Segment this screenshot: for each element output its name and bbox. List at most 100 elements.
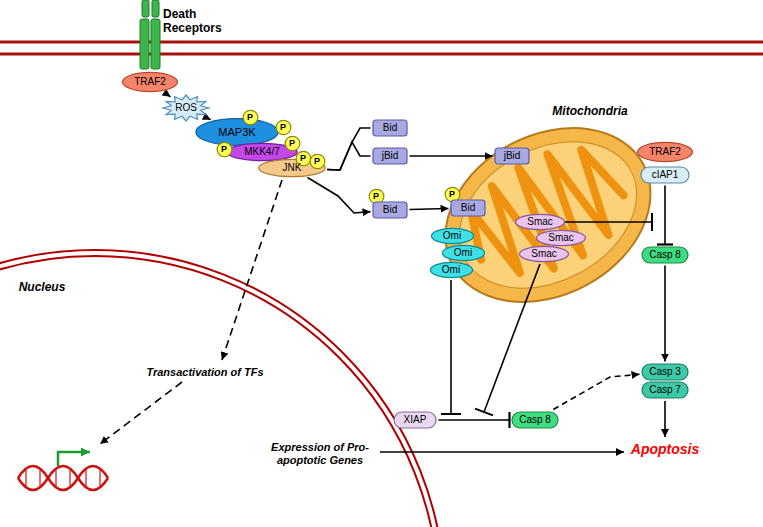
protein-ellipse: Smac [536, 230, 586, 246]
node-text: MAP3K [218, 126, 255, 139]
node-text: Smac [527, 216, 553, 228]
node-shape [369, 189, 384, 203]
protein-box: Bid [450, 199, 486, 217]
node-text: TRAF2 [649, 146, 681, 158]
node-shape [445, 187, 460, 201]
node-text: P [221, 144, 227, 154]
protein-box: Bid [372, 119, 408, 137]
node-text: Bid [383, 122, 397, 134]
node-text: Omi [454, 247, 472, 259]
node-text: Casp 3 [649, 366, 681, 378]
node-shape [451, 200, 485, 216]
phospho-circle: P [310, 154, 325, 169]
node-text: ROS [175, 102, 197, 114]
node-shape [537, 230, 586, 245]
arrow-connector [664, 266, 666, 362]
heading-text: Mitochondria [552, 105, 627, 119]
phospho-circle: P [243, 110, 258, 125]
phospho-circle: P [285, 136, 300, 151]
node-text: P [314, 156, 320, 166]
node-text: P [449, 189, 455, 199]
node-text: cIAP1 [652, 169, 679, 181]
protein-ellipse: Omi [442, 245, 485, 261]
node-text: Smac [548, 232, 574, 244]
arrow-connector [553, 374, 639, 409]
protein-pill: XIAP [393, 411, 437, 429]
caspase-pill: Casp 7 [641, 381, 689, 399]
node-text: Casp 7 [649, 384, 681, 396]
heading-text: Death Receptors [163, 8, 229, 36]
node-text: Omi [443, 230, 461, 242]
node-text: jBid [504, 150, 521, 162]
nuclear-envelope [0, 250, 445, 527]
dashed-arrow [100, 382, 182, 444]
protein-ellipse: Smac [519, 246, 569, 262]
inhibition-bar [475, 409, 493, 416]
node-shape [373, 148, 407, 164]
node-text: Bid [461, 202, 475, 214]
node-shape [641, 167, 689, 183]
node-text: P [280, 122, 286, 132]
node-shape [512, 412, 558, 428]
node-text: P [373, 191, 379, 201]
inhibition-bar [441, 413, 461, 415]
node-text: P [300, 153, 306, 163]
inhibition-connector [664, 186, 666, 245]
protein-box: jBid [372, 147, 408, 165]
node-shape [495, 148, 529, 164]
node-shape [276, 120, 291, 134]
protein-ellipse: TRAF2 [637, 142, 693, 162]
node-text: Smac [531, 248, 557, 260]
node-shape [520, 246, 569, 261]
node-shape [430, 262, 472, 277]
heading-text: Nucleus [19, 281, 66, 295]
compartment-label: Nucleus [17, 280, 68, 296]
node-shape [310, 154, 325, 168]
phospho-circle: P [217, 142, 232, 157]
membrane-line [0, 41, 763, 44]
node-text: MKK4/7 [244, 146, 280, 158]
arrow-line [664, 401, 666, 437]
node-text: Casp 8 [649, 249, 681, 261]
arrow-line [380, 451, 624, 453]
node-text: P [247, 112, 253, 122]
node-text: P [289, 138, 295, 148]
node-shape [373, 202, 407, 218]
node-shape [431, 228, 473, 243]
caspase-pill: Casp 3 [641, 363, 689, 381]
phospho-circle: P [276, 120, 291, 135]
protein-ellipse: Smac [515, 214, 565, 230]
dashed-arrow [222, 180, 282, 360]
arrow-connector [205, 117, 211, 120]
node-text: Casp 8 [519, 414, 551, 426]
arrow-connector [164, 92, 170, 97]
inhibition-bar [651, 213, 653, 231]
node-shape [394, 412, 436, 428]
ros-starburst: ROS [163, 95, 209, 121]
node-text: XIAP [404, 414, 427, 426]
dna-helix [18, 466, 108, 490]
arrow-connector [410, 155, 493, 157]
process-label: Transactivation of TFs [146, 366, 263, 379]
node-shape [285, 136, 300, 150]
receptor-symbol [140, 0, 160, 69]
node-shape [638, 142, 693, 161]
mitochondrion-illustration [415, 94, 681, 337]
protein-ellipse: TRAF2 [122, 72, 178, 92]
phospho-circle: P [369, 189, 384, 204]
membrane-line [0, 53, 763, 56]
node-shape [442, 245, 484, 260]
node-shape [123, 72, 178, 91]
inhibition-line [450, 280, 452, 414]
receptor-label: Death Receptors [161, 7, 231, 37]
node-shape [196, 119, 278, 146]
protein-ellipse: Omi [431, 228, 474, 244]
outcome-label: Apoptosis [631, 441, 699, 457]
arrow-connector [327, 128, 370, 170]
nuclear-envelope [0, 256, 439, 527]
caspase-pill: Casp 8 [641, 246, 689, 264]
node-text: JNK [283, 162, 302, 174]
inhibition-line [562, 221, 652, 223]
node-shape [642, 382, 688, 398]
node-shape [163, 95, 209, 121]
